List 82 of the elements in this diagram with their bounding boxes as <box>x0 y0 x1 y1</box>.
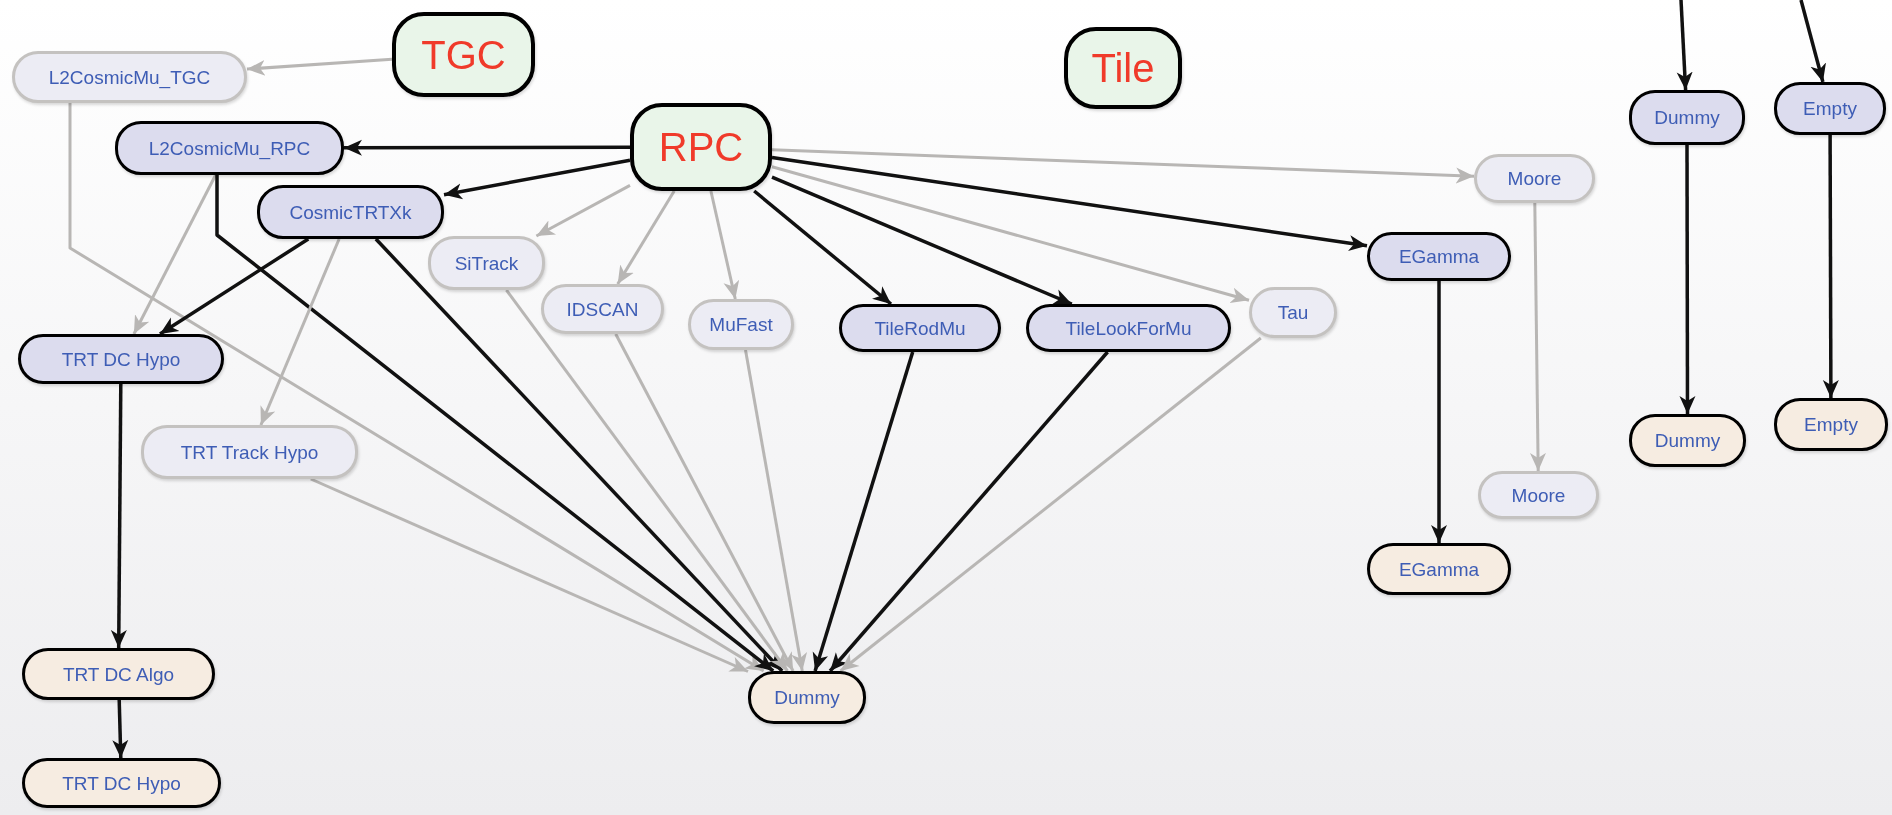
node-label: MuFast <box>709 315 773 334</box>
algorithm-node <box>839 304 1001 352</box>
algorithm-node <box>115 121 344 175</box>
inactive-node <box>141 425 358 479</box>
node-label: Dummy <box>1654 108 1720 127</box>
inactive-node <box>688 299 794 350</box>
arrow <box>344 139 630 156</box>
arrow <box>614 333 795 672</box>
node-label: SiTrack <box>454 253 519 273</box>
output-node <box>1629 414 1746 467</box>
arrow <box>132 174 217 335</box>
arrow <box>616 190 676 285</box>
arrow <box>259 238 341 426</box>
inactive-node <box>541 284 664 334</box>
output-node <box>1774 398 1888 451</box>
node-label: TRT DC Hypo <box>62 773 181 793</box>
output-node <box>748 671 866 724</box>
arrow <box>443 158 631 200</box>
node-label: EGamma <box>1398 559 1480 579</box>
node-label: TGC <box>421 34 506 75</box>
arrow <box>1529 202 1546 472</box>
inactive-node <box>1478 471 1599 519</box>
algorithm-node <box>1026 304 1231 352</box>
node-label: Moore <box>1511 485 1566 505</box>
algorithm-node <box>257 185 444 239</box>
arrow <box>159 237 310 336</box>
arrow <box>771 175 1073 306</box>
output-node <box>22 758 221 808</box>
node-label: L2CosmicMu_RPC <box>148 138 311 158</box>
node-label: TRT DC Hypo <box>61 349 181 369</box>
output-node <box>22 648 215 700</box>
node-label: Dummy <box>774 688 840 707</box>
arrow <box>753 189 893 306</box>
algorithm-node <box>1774 82 1886 135</box>
arrow <box>828 350 1109 673</box>
arrow <box>744 349 808 672</box>
arrow <box>110 384 127 648</box>
node-label: Moore <box>1507 169 1562 188</box>
arrow <box>112 699 129 759</box>
algorithm-node <box>1367 232 1511 281</box>
node-label: Dummy <box>1654 431 1721 450</box>
node-label: EGamma <box>1398 247 1480 266</box>
inactive-node <box>428 236 545 290</box>
source-node <box>392 12 535 97</box>
arrow <box>812 351 915 672</box>
arrow <box>771 148 1475 184</box>
node-label: IDSCAN <box>566 299 639 319</box>
node-label: Tau <box>1277 303 1309 322</box>
algorithm-node <box>1629 90 1745 145</box>
source-node <box>1064 27 1182 109</box>
output-node <box>1367 543 1511 595</box>
node-label: RPC <box>658 127 744 167</box>
arrow <box>1822 135 1839 398</box>
source-node <box>630 103 772 191</box>
node-label: TRT DC Algo <box>62 664 175 684</box>
arrow <box>505 289 789 672</box>
algorithm-node <box>18 334 224 384</box>
arrow <box>246 57 393 76</box>
arrow <box>709 190 740 300</box>
inactive-node <box>1249 287 1337 338</box>
arrow <box>771 155 1368 252</box>
node-label: Empty <box>1804 415 1858 434</box>
inactive-node <box>1474 154 1595 203</box>
node-label: CosmicTRTXk <box>289 202 412 222</box>
arrow <box>1799 0 1826 83</box>
arrow <box>1676 0 1693 91</box>
arrow <box>839 336 1262 673</box>
node-label: TileLookForMu <box>1065 318 1192 338</box>
node-label: TRT Track Hypo <box>180 442 319 462</box>
inactive-node <box>12 51 247 103</box>
arrow <box>215 175 775 673</box>
node-label: Empty <box>1803 99 1857 118</box>
node-label: TileRodMu <box>874 318 966 338</box>
node-label: L2CosmicMu_TGC <box>48 67 211 87</box>
arrow <box>535 184 631 238</box>
arrow <box>1431 281 1447 543</box>
arrow <box>1679 145 1696 414</box>
arrow <box>374 237 784 673</box>
arrow <box>68 103 765 673</box>
arrow <box>310 477 749 673</box>
arrow <box>771 165 1250 304</box>
node-label: Tile <box>1091 48 1155 88</box>
